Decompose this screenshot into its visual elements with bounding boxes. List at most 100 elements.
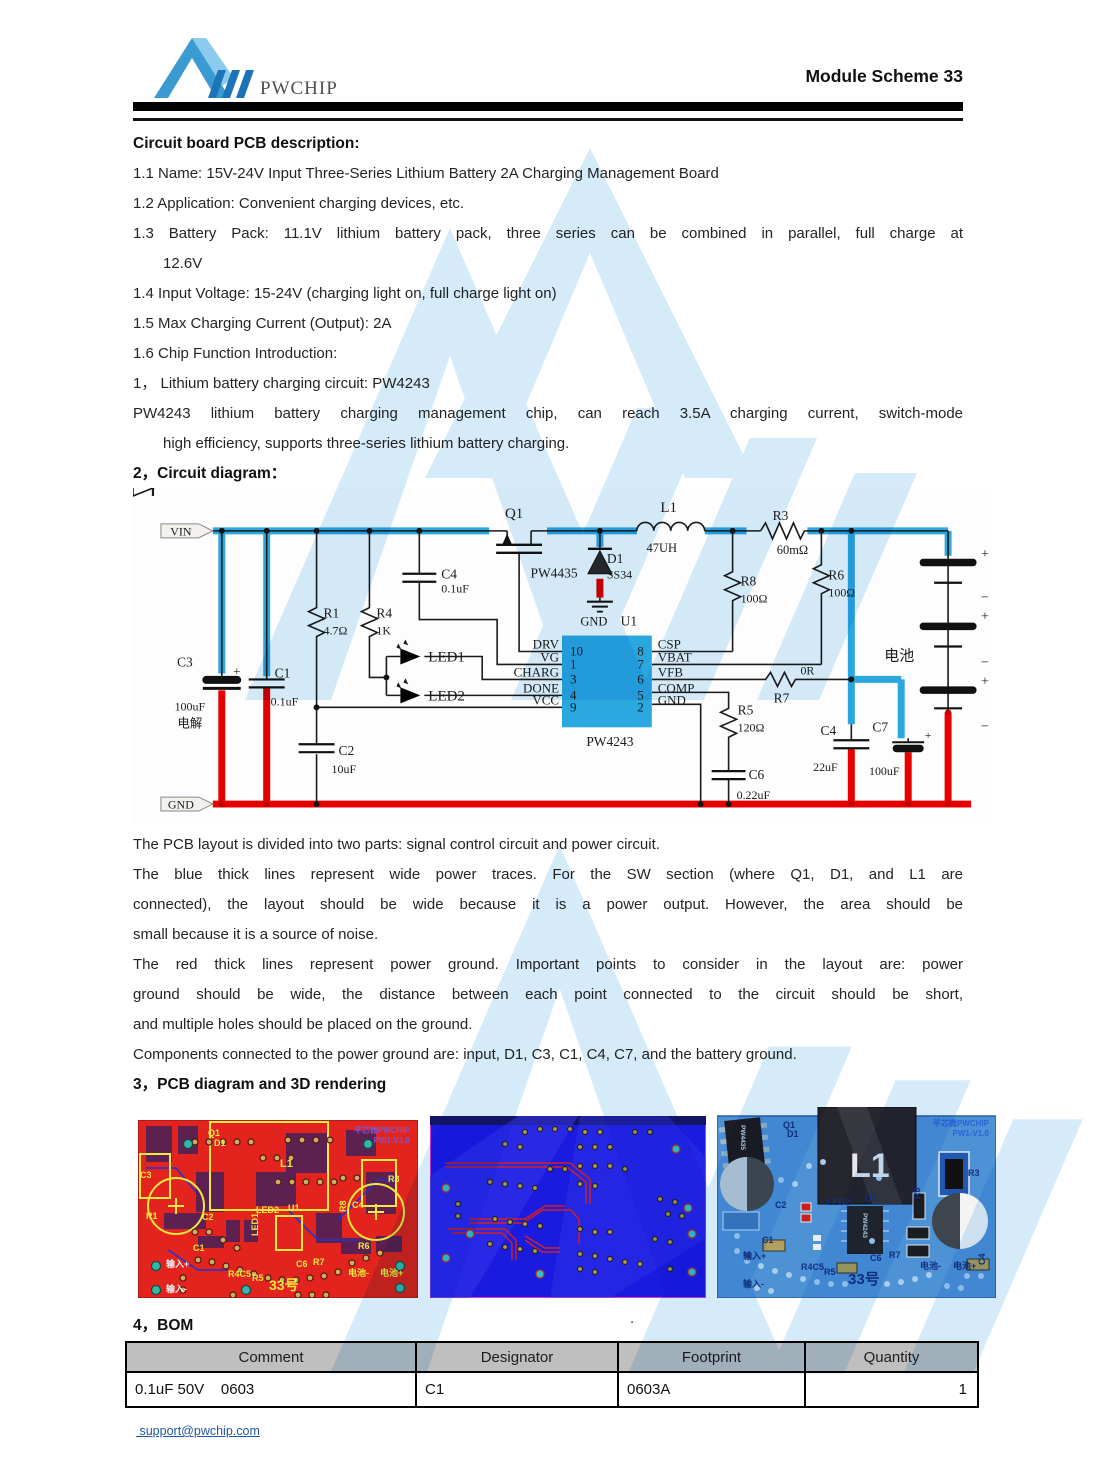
- pad-dot: [316, 1178, 324, 1186]
- pad-dot: [814, 1279, 820, 1285]
- pad-dot: [566, 1125, 574, 1133]
- label: VIN: [170, 524, 192, 538]
- layout-notes-block: The PCB layout is divided into two parts…: [133, 830, 963, 1100]
- pad-dot: [800, 1276, 806, 1282]
- pad-dot: [646, 1128, 654, 1136]
- pad-dot: [666, 1238, 674, 1246]
- label: R3: [388, 1174, 400, 1184]
- pad-dot: [501, 1140, 509, 1148]
- pad-dot: [551, 1125, 559, 1133]
- pad-dot: [287, 1154, 295, 1162]
- label: C7: [872, 719, 888, 734]
- label: 47UH: [647, 541, 677, 555]
- support-email-text[interactable]: support@pwchip.com: [139, 1424, 260, 1438]
- pad-dot: [912, 1276, 918, 1282]
- label: LED2: [827, 1197, 850, 1207]
- label: LED2: [428, 688, 465, 704]
- label: C4: [977, 1253, 987, 1265]
- label: Q1: [505, 506, 523, 522]
- pad-dot: [306, 1274, 314, 1282]
- label: L1: [660, 500, 677, 516]
- bom-cell: 0603A: [617, 1371, 806, 1408]
- pad-dot: [376, 1249, 384, 1257]
- pad-dot: [546, 1165, 554, 1173]
- text-line: 1.5 Max Charging Current (Output): 2A: [133, 315, 392, 332]
- pad-dot: [606, 1228, 614, 1236]
- pad-dot: [621, 1258, 629, 1266]
- pad-dot: [348, 1259, 356, 1267]
- pad-dot: [678, 1212, 686, 1220]
- stray-period: .: [630, 1310, 635, 1327]
- label: PW1-V1.0: [953, 1129, 990, 1138]
- led-icons: [125, 468, 156, 498]
- pad-dot: [302, 1178, 310, 1186]
- support-email-link[interactable]: support@pwchip.com: [136, 1424, 260, 1438]
- label: C6: [296, 1259, 308, 1269]
- led2-component: [800, 1213, 812, 1223]
- pad-dot: [320, 1272, 328, 1280]
- pad-dot: [516, 1245, 524, 1253]
- label: 0.22uF: [737, 788, 771, 802]
- pad-dot: [334, 1268, 342, 1276]
- pad-dot: [486, 1178, 494, 1186]
- pad-dot: [273, 1154, 281, 1162]
- pad-dot: [247, 1138, 255, 1146]
- pad-dot: [205, 1138, 213, 1146]
- text-line: and multiple holes should be placed on t…: [133, 1016, 473, 1033]
- pad-dot: [491, 1215, 499, 1223]
- pad-dot: [486, 1240, 494, 1248]
- pad-dot: [656, 1195, 664, 1203]
- label: 0R: [800, 663, 814, 677]
- label: 电池-: [920, 1260, 941, 1271]
- pad-dot: [792, 1181, 798, 1187]
- pad-dot: [339, 1174, 347, 1182]
- label: D1: [607, 551, 623, 566]
- label: R1: [324, 606, 340, 621]
- label: −: [981, 591, 989, 606]
- pad-dot: [536, 1222, 544, 1230]
- bom-header-row: Comment Designator Footprint Quantity: [125, 1341, 979, 1373]
- text-line: small because it is a source of noise.: [133, 926, 379, 943]
- section4-heading: 4，BOM: [133, 1317, 194, 1334]
- label: 33号: [269, 1277, 299, 1293]
- label: C6: [749, 767, 765, 782]
- pad-dot: [454, 1200, 462, 1208]
- label: C4: [821, 723, 837, 738]
- label: 1: [570, 656, 576, 671]
- pad-dot: [240, 1284, 252, 1296]
- label: 60mΩ: [777, 543, 808, 557]
- label: LED2: [256, 1205, 279, 1215]
- label: R8: [338, 1200, 348, 1212]
- pad-dot: [576, 1225, 584, 1233]
- label: U1: [865, 1193, 877, 1203]
- pad-dot: [259, 1154, 267, 1162]
- pad-dot: [606, 1255, 614, 1263]
- label: L1: [850, 1147, 890, 1185]
- pad-dot: [683, 1203, 693, 1213]
- description-block: Circuit board PCB description:1.1 Name: …: [133, 129, 963, 489]
- label: −: [981, 719, 989, 734]
- label: GND: [658, 692, 686, 707]
- label: 22uF: [813, 760, 838, 774]
- pad-dot: [441, 1253, 451, 1263]
- logo-mark-icon: [154, 38, 230, 98]
- label: R5: [738, 702, 754, 717]
- label: 电池+: [380, 1267, 403, 1278]
- label: 平芯微PWCHIP: [354, 1125, 411, 1135]
- label: GND: [168, 798, 194, 812]
- label: PW4243: [861, 1213, 868, 1238]
- label: R7: [889, 1250, 901, 1260]
- text-line: The blue thick lines represent wide powe…: [133, 866, 963, 883]
- ground-junction-dots: [218, 709, 952, 808]
- pad-dot: [501, 1180, 509, 1188]
- label: R5: [824, 1267, 836, 1277]
- pad-dot: [531, 1184, 539, 1192]
- label: 电池+: [953, 1260, 976, 1271]
- label: 100uF: [869, 764, 900, 778]
- pad-dot: [666, 1265, 674, 1273]
- label: LED1: [428, 649, 465, 665]
- text-line: 1.3 Battery Pack: 11.1V lithium battery …: [133, 225, 963, 242]
